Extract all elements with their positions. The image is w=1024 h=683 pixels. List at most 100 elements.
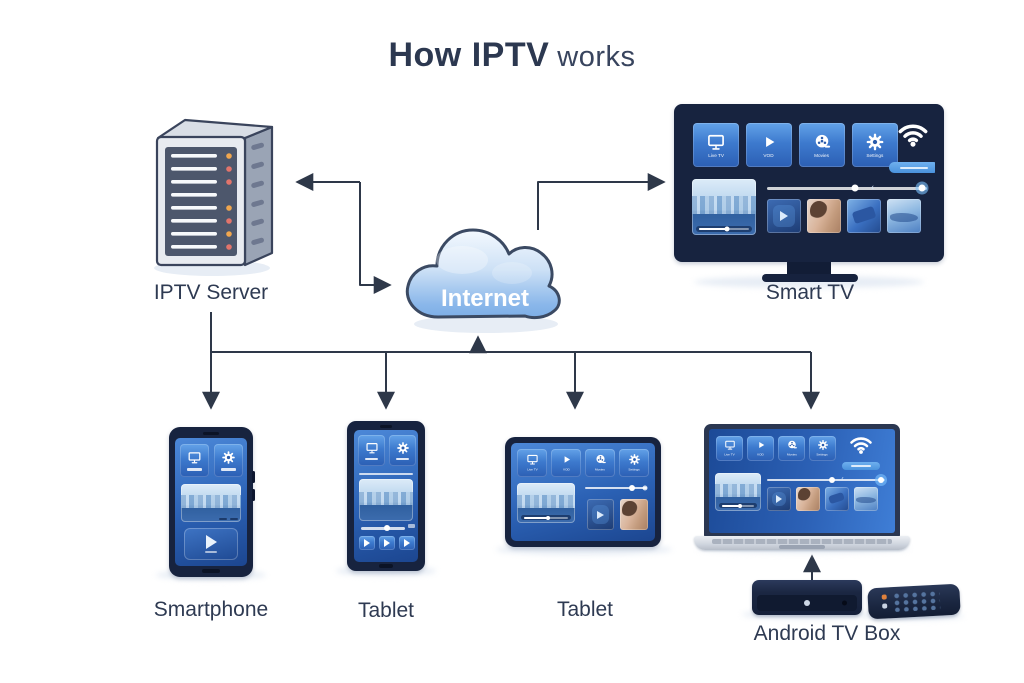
live-tv-icon xyxy=(187,450,202,465)
smart-tv-shadow xyxy=(694,276,924,288)
skyline-art xyxy=(359,491,413,506)
tv-stand-neck xyxy=(787,262,831,275)
laptop-app-tiles: Live TV VOD Movies Settings xyxy=(716,436,836,461)
tile-label-bar xyxy=(221,468,236,471)
laptop-device: Live TV VOD Movies Settings xyxy=(694,424,920,554)
settings-gear-icon xyxy=(221,450,236,465)
tile-vod-label: VOD xyxy=(757,453,764,457)
thumb-landscape xyxy=(854,487,878,511)
chevron-left-icon: ‹ xyxy=(871,182,874,192)
tile-settings-label: Settings xyxy=(866,153,884,158)
internet-cloud: Internet xyxy=(405,228,561,333)
smart-tv-label: Smart TV xyxy=(765,281,855,304)
slider-knob xyxy=(383,525,390,532)
remote-power-button xyxy=(881,594,887,600)
laptop-thumbnail xyxy=(715,473,761,511)
tile-settings-label: Settings xyxy=(628,468,640,472)
settings-gear-icon xyxy=(817,439,829,451)
laptop-keyboard xyxy=(712,539,892,544)
thumb-person xyxy=(620,499,648,530)
tile-live-tv: Live TV xyxy=(693,123,739,167)
internet-label: Internet xyxy=(441,285,529,312)
tablet-landscape-shadow xyxy=(496,544,672,555)
vod-play-icon xyxy=(560,453,573,466)
play-icon xyxy=(364,539,370,547)
tile-vod: VOD xyxy=(551,449,581,477)
remote-control-device xyxy=(867,583,961,620)
laptop-base xyxy=(694,536,910,550)
movies-reel-icon xyxy=(594,453,607,466)
tablet2-progress xyxy=(521,515,571,520)
tv-stand-base xyxy=(762,274,858,282)
title-main: How IPTV xyxy=(388,36,550,74)
tile-movies: Movies xyxy=(585,449,615,477)
title-sub: works xyxy=(557,41,636,73)
box-front-face xyxy=(757,595,857,611)
tablet-portrait-screen xyxy=(354,430,418,562)
thumb-abstract xyxy=(825,487,849,511)
thumb-play xyxy=(767,487,791,511)
tablet-thumbnail xyxy=(359,479,413,521)
phone-thumbnail xyxy=(181,484,241,522)
slider-knob-glow xyxy=(918,184,926,192)
android-box-label: Android TV Box xyxy=(753,622,901,645)
laptop-seek-slider: ‹ xyxy=(767,476,885,483)
tile-settings: Settings xyxy=(852,123,898,167)
tv-thumbnail-row xyxy=(767,199,921,233)
tablet-home-button xyxy=(379,564,393,568)
screen-divider xyxy=(359,473,413,475)
slider-knob xyxy=(851,184,859,192)
smart-tv-screen: Live TV VOD Movies Settings xyxy=(683,113,935,253)
play-icon xyxy=(205,535,217,549)
connect-pill-button xyxy=(889,162,935,173)
cloud-shape xyxy=(405,228,561,320)
tile-settings-label: Settings xyxy=(816,453,829,457)
tablet2-slider xyxy=(585,485,648,491)
mini-play-thumb xyxy=(379,536,395,550)
tile-movies: Movies xyxy=(778,436,805,461)
movies-reel-icon xyxy=(786,439,798,451)
tablet-tile-live-tv xyxy=(358,435,385,466)
tablet-seek-slider xyxy=(361,525,405,532)
skyline-art xyxy=(181,495,241,508)
edge-server-to-internet xyxy=(359,182,392,294)
tile-label-bar xyxy=(187,468,202,471)
play-icon xyxy=(404,539,410,547)
thumb-landscape xyxy=(887,199,921,233)
phone-play-card xyxy=(184,528,238,560)
iptv-server-label: IPTV Server xyxy=(153,281,269,304)
mini-play-thumb xyxy=(399,536,415,550)
tablet-landscape-device: Live TV VOD Movies Settings xyxy=(505,437,661,547)
server-panel xyxy=(165,147,237,256)
tile-movies: Movies xyxy=(799,123,845,167)
laptop-trackpad xyxy=(779,545,825,549)
tile-live-tv: Live TV xyxy=(517,449,547,477)
laptop-screen-frame: Live TV VOD Movies Settings xyxy=(704,424,900,538)
tile-live-tv: Live TV xyxy=(716,436,743,461)
tile-label-bar xyxy=(365,457,378,461)
wifi-icon xyxy=(897,120,929,147)
skyline-art xyxy=(715,484,761,497)
thumb-person xyxy=(796,487,820,511)
connect-pill-button xyxy=(842,462,880,470)
live-tv-icon xyxy=(526,453,539,466)
tablet2-thumbnail xyxy=(517,483,575,523)
settings-gear-icon xyxy=(396,441,410,455)
tablet-landscape-screen: Live TV VOD Movies Settings xyxy=(511,443,655,541)
phone-speaker xyxy=(203,432,219,435)
tile-live-tv-label: Live TV xyxy=(724,453,735,457)
tablet2-app-tiles: Live TV VOD Movies Settings xyxy=(517,449,649,477)
phone-tile-settings xyxy=(214,444,243,477)
vod-play-icon xyxy=(755,439,767,451)
laptop-screen: Live TV VOD Movies Settings xyxy=(709,429,895,533)
tablet-tiles xyxy=(358,435,416,466)
thumb-person xyxy=(807,199,841,233)
phone-home-bar xyxy=(202,569,220,573)
smartphone-device xyxy=(169,427,255,577)
remote-home-button xyxy=(882,603,888,609)
mini-play-thumb xyxy=(359,536,375,550)
tile-vod-label: VOD xyxy=(562,468,570,472)
tablet-portrait-label: Tablet xyxy=(357,599,415,622)
